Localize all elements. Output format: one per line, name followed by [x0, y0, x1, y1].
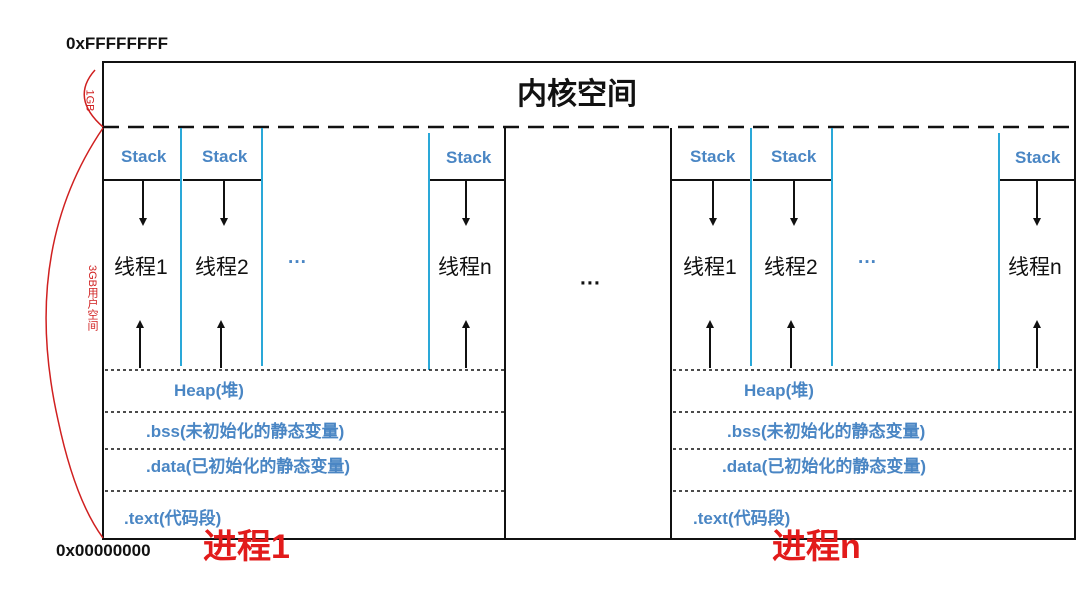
thread-label: 线程2	[764, 256, 818, 279]
process-n-label: 进程n	[772, 528, 861, 566]
bottom-address-label: 0x00000000	[56, 541, 151, 560]
stack-label: Stack	[202, 147, 248, 166]
data-segment-label: .data(已初始化的静态变量)	[722, 457, 926, 476]
thread-label: 线程1	[683, 256, 737, 279]
heap-segment-label: Heap(堆)	[174, 381, 244, 400]
stack-label: Stack	[690, 147, 736, 166]
stack-label: Stack	[771, 147, 817, 166]
heap-segment-label: Heap(堆)	[744, 381, 814, 400]
stack-label: Stack	[1015, 148, 1061, 167]
kernel-space-label: 内核空间	[517, 78, 637, 111]
user-space-size-label: 3GB用户空间	[86, 265, 98, 332]
kernel-brace	[83, 69, 104, 128]
process-1-label: 进程1	[203, 528, 290, 566]
thread-ellipsis: ···	[288, 252, 307, 273]
top-address-label: 0xFFFFFFFF	[66, 34, 168, 53]
data-segment-label: .data(已初始化的静态变量)	[146, 457, 350, 476]
bss-segment-label: .bss(未初始化的静态变量)	[727, 422, 926, 441]
stack-label: Stack	[446, 148, 492, 167]
process-n-region	[670, 128, 1075, 539]
process-1-region	[103, 128, 506, 539]
text-segment-label: .text(代码段)	[693, 509, 791, 528]
thread-label: 线程2	[195, 256, 249, 279]
text-segment-label: .text(代码段)	[124, 509, 222, 528]
user-brace	[45, 127, 104, 539]
stack-label: Stack	[121, 147, 167, 166]
thread-label: 线程n	[1008, 256, 1062, 279]
thread-label: 线程1	[114, 256, 168, 279]
kernel-size-label: 1GB	[83, 89, 96, 112]
thread-ellipsis: ···	[858, 252, 877, 273]
thread-label: 线程n	[438, 256, 492, 279]
address-space-frame	[102, 61, 1076, 540]
middle-ellipsis: ···	[580, 272, 601, 295]
bss-segment-label: .bss(未初始化的静态变量)	[146, 422, 345, 441]
